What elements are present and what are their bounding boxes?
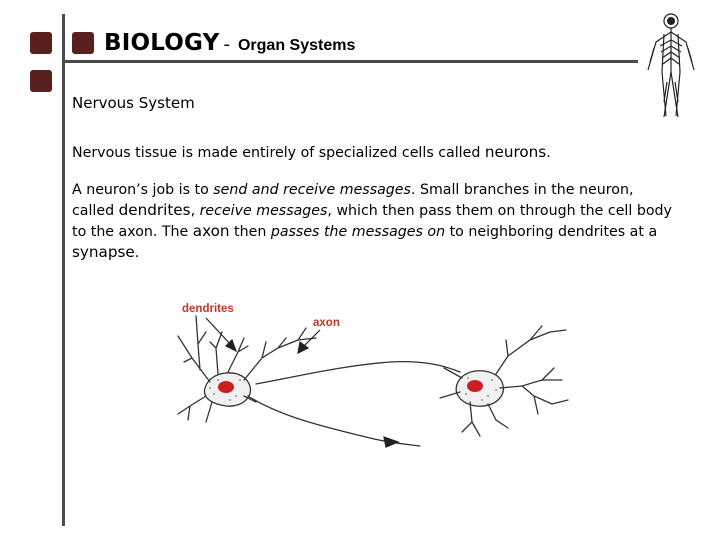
left-nucleus [218, 381, 234, 393]
arrow-dendrites [205, 317, 233, 347]
p1-text-1: Nervous tissue is made entirely of speci… [72, 145, 485, 161]
nervous-system-body-icon [647, 13, 695, 118]
decor-square-3 [30, 70, 52, 92]
p1-text-2: . [546, 145, 551, 161]
title-subtitle: Organ Systems [237, 37, 356, 54]
p2-text-5: then [229, 224, 271, 240]
label-dendrites: dendrites [182, 303, 234, 315]
axon-line [247, 395, 421, 447]
term-neurons: neurons [484, 143, 547, 161]
decor-square-2 [72, 32, 94, 54]
paragraph-neurons-intro: Nervous tissue is made entirely of speci… [72, 142, 672, 163]
page-title: BIOLOGY-Organ Systems [104, 30, 355, 56]
p2-text-2: . Small branches in the neuron, called [72, 182, 634, 219]
p2-text-3: , [190, 203, 200, 219]
p2-text-4: , which then pass them on through the ce… [72, 203, 672, 240]
title-main: BIOLOGY [104, 30, 220, 56]
term-dendrites: dendrites [118, 201, 191, 219]
p2-italic-1: send and receive messages [213, 182, 411, 198]
p2-text-1: A neuron’s job is to [72, 182, 214, 198]
title-separator: - [223, 34, 230, 55]
decor-square-1 [30, 32, 52, 54]
section-heading: Nervous System [72, 94, 195, 112]
horizontal-rule [62, 60, 638, 63]
term-axon: axon [192, 222, 230, 240]
vertical-rule [62, 14, 65, 526]
right-nucleus [467, 380, 483, 392]
p2-italic-3: passes the messages on [270, 224, 446, 240]
term-synapse: synapse [72, 243, 135, 261]
p2-text-7: . [134, 245, 140, 261]
p2-text-6: to neighboring dendrites at a [445, 224, 658, 240]
label-axon: axon [313, 317, 340, 329]
paragraph-neuron-job: A neuron’s job is to send and receive me… [72, 180, 672, 263]
neuron-diagram: dendrites axon [177, 303, 569, 448]
p2-italic-2: receive messages [199, 203, 328, 219]
